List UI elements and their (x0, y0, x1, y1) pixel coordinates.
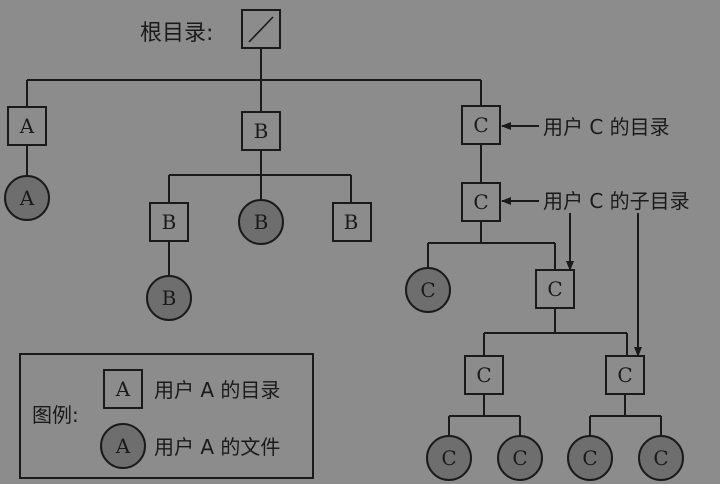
dir-c-sub2-label: C (547, 277, 562, 301)
dir-node-c-sub3b[interactable] (605, 355, 645, 395)
dir-node-c-sub2[interactable] (535, 269, 575, 309)
legend-dir-symbol-label: A (115, 377, 131, 401)
dir-b-sub2-label: B (344, 210, 359, 234)
dir-node-c-sub[interactable] (461, 182, 501, 222)
file-node-a[interactable] (4, 175, 50, 221)
annotation-user-c-dir: 用户 C 的目录 (543, 115, 670, 139)
legend: 图例: A 用户 A 的目录 A 用户 A 的文件 (19, 353, 314, 479)
legend-file-symbol-label: A (115, 434, 131, 458)
file-node-c1[interactable] (426, 435, 472, 481)
dir-node-c[interactable] (461, 105, 501, 145)
root-directory-node[interactable] (241, 9, 281, 49)
root-label: 根目录: (140, 21, 213, 46)
legend-title: 图例: (32, 403, 79, 427)
dir-b-label: B (254, 119, 269, 143)
file-node-b1[interactable] (238, 199, 284, 245)
dir-b-sub1-label: B (162, 210, 177, 234)
file-c-label: C (420, 278, 435, 302)
file-c4-label: C (653, 446, 668, 470)
dir-node-b[interactable] (241, 111, 281, 151)
legend-file-label: 用户 A 的文件 (154, 435, 280, 459)
dir-c-sub-label: C (473, 190, 488, 214)
file-b1-label: B (254, 210, 269, 234)
file-node-c[interactable] (405, 267, 451, 313)
file-c3-label: C (582, 446, 597, 470)
tree-connectors (26, 48, 662, 436)
file-c2-label: C (512, 446, 527, 470)
dir-c-label: C (473, 113, 488, 137)
annotation-user-c-subdir: 用户 C 的子目录 (543, 189, 690, 213)
legend-file-symbol (100, 423, 146, 469)
dir-a-label: A (19, 114, 35, 138)
dir-c-sub3a-label: C (476, 363, 491, 387)
file-node-c3[interactable] (567, 435, 613, 481)
file-a-label: A (19, 186, 35, 210)
dir-node-a[interactable] (7, 106, 47, 146)
dir-c-sub3b-label: C (617, 363, 632, 387)
file-node-b-sub1[interactable] (146, 275, 192, 321)
slash-icon (248, 16, 274, 43)
legend-dir-symbol (103, 369, 143, 409)
file-node-c4[interactable] (638, 435, 684, 481)
file-c1-label: C (441, 446, 456, 470)
file-b-sub1-label: B (162, 286, 177, 310)
dir-node-b-sub1[interactable] (149, 202, 189, 242)
legend-dir-label: 用户 A 的目录 (154, 378, 280, 402)
file-node-c2[interactable] (497, 435, 543, 481)
dir-node-c-sub3a[interactable] (464, 355, 504, 395)
dir-node-b-sub2[interactable] (332, 202, 372, 242)
